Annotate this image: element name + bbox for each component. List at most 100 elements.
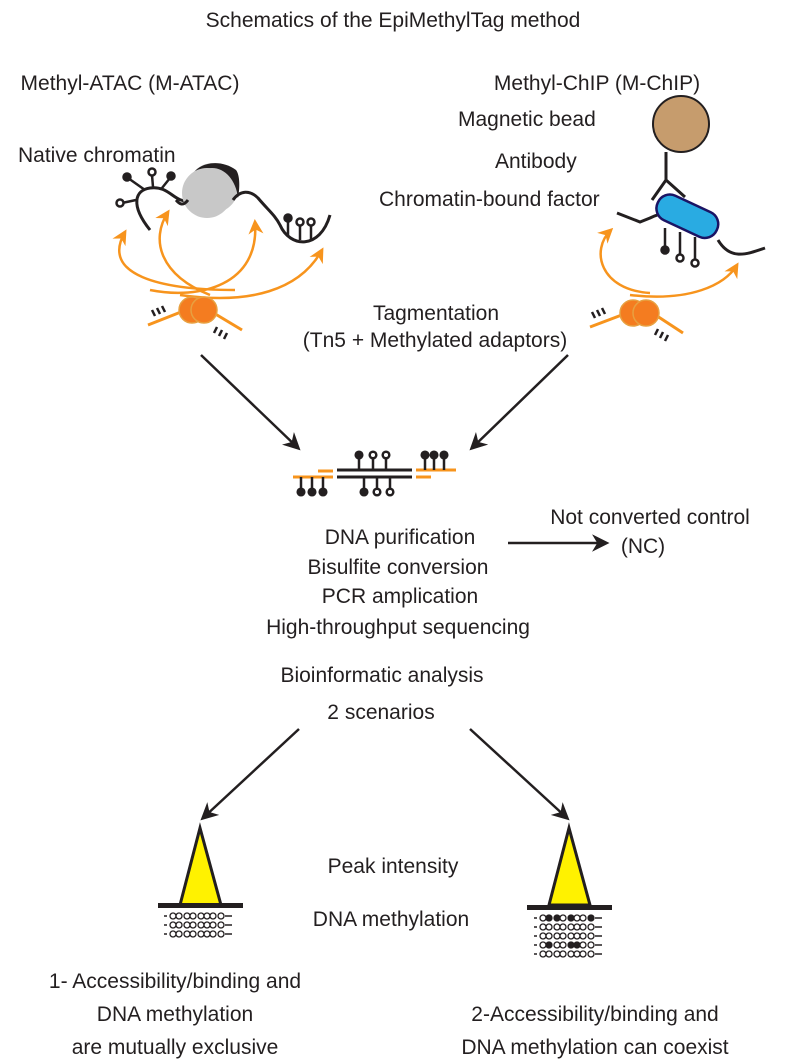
scenario-1-peak [158, 822, 243, 908]
unmethylated-cpg-icon [559, 914, 567, 922]
unmethylated-cpg-icon [579, 941, 587, 949]
unmethylated-cpg-icon [175, 912, 183, 920]
methylated-cpg-icon [567, 941, 575, 949]
antibody-icon [650, 152, 687, 201]
flow-arrow [200, 354, 301, 451]
scenario-1-line-3: are mutually exclusive [71, 1036, 279, 1059]
genome-baseline [527, 905, 612, 910]
m-chip-heading: Methyl-ChIP (M-ChIP) [493, 72, 701, 95]
peak-icon [178, 822, 223, 907]
unmethylated-cpg-icon [545, 932, 553, 940]
methylation-read-row [164, 912, 232, 920]
not-converted-control-label: Not converted control [550, 506, 750, 529]
unmethylated-cpg-icon [539, 914, 547, 922]
step-dna-purification: DNA purification [324, 526, 476, 549]
unmethylated-cpg-icon [147, 167, 157, 177]
unmethylated-cpg-icon [209, 930, 217, 938]
scenario-2-line-2: DNA methylation can coexist [461, 1036, 729, 1059]
unmethylated-cpg-icon [189, 912, 197, 920]
unmethylated-cpg-icon [553, 941, 561, 949]
unmethylated-cpg-icon [559, 941, 567, 949]
flow-arrow [469, 354, 569, 451]
unmethylated-cpg-icon [573, 923, 581, 931]
unmethylated-cpg-icon [567, 950, 575, 958]
step-bisulfite-conversion: Bisulfite conversion [307, 556, 489, 579]
unmethylated-cpg-icon [539, 932, 547, 940]
unmethylated-cpg-icon [579, 932, 587, 940]
scenario-2-methylation-reads [534, 914, 602, 958]
unmethylated-cpg-icon [545, 950, 553, 958]
unmethylated-cpg-icon [203, 930, 211, 938]
unmethylated-cpg-icon [209, 912, 217, 920]
unmethylated-cpg-icon [579, 950, 587, 958]
unmethylated-cpg-icon [209, 921, 217, 929]
methylation-read-row [164, 921, 232, 929]
unmethylated-cpg-icon [183, 930, 191, 938]
unmethylated-cpg-icon [567, 932, 575, 940]
dna-strand [231, 190, 332, 244]
methylation-read-row [534, 914, 602, 922]
magnetic-bead-label: Magnetic bead [458, 108, 596, 131]
unmethylated-cpg-icon [545, 923, 553, 931]
tagmentation-detail-label: (Tn5 + Methylated adaptors) [302, 329, 568, 352]
figure-title: Schematics of the EpiMethylTag method [205, 9, 581, 32]
methylation-read-row [164, 930, 232, 938]
cpg-lollipops-right [283, 213, 316, 240]
methylated-cpg-icon [122, 172, 132, 182]
scenario-2-line-1: 2-Accessibility/binding and [471, 1003, 719, 1026]
magnetic-bead-icon [652, 95, 710, 153]
unmethylated-cpg-icon [203, 912, 211, 920]
unmethylated-cpg-icon [217, 930, 225, 938]
unmethylated-cpg-icon [559, 950, 567, 958]
unmethylated-cpg-icon [587, 941, 595, 949]
cpg-lollipops-left [115, 167, 176, 208]
step-sequencing: High-throughput sequencing [266, 616, 530, 639]
methylation-read-row [534, 950, 602, 958]
methylated-cpg-icon [573, 941, 581, 949]
unmethylated-cpg-icon [203, 921, 211, 929]
unmethylated-cpg-icon [189, 921, 197, 929]
tagmentation-label: Tagmentation [372, 302, 500, 325]
peak-icon [547, 822, 592, 907]
methylated-cpg-icon [587, 914, 595, 922]
unmethylated-cpg-icon [169, 930, 177, 938]
two-scenarios-label: 2 scenarios [327, 701, 435, 724]
tagmented-fragment-icon [293, 450, 456, 497]
dna-methylation-legend: DNA methylation [312, 908, 470, 931]
nc-label: (NC) [620, 535, 666, 558]
unmethylated-cpg-icon [567, 923, 575, 931]
unmethylated-cpg-icon [579, 914, 587, 922]
unmethylated-cpg-icon [217, 921, 225, 929]
methylated-cpg-icon [545, 914, 553, 922]
tn5-transposome-icon [147, 296, 243, 340]
scenario-2-arrow [469, 728, 570, 821]
unmethylated-cpg-icon [553, 932, 561, 940]
antibody-label: Antibody [495, 150, 577, 173]
unmethylated-cpg-icon [197, 930, 205, 938]
tn5-insertion-arrows [112, 209, 324, 300]
methylated-cpg-icon [567, 914, 575, 922]
unmethylated-cpg-icon [559, 932, 567, 940]
unmethylated-cpg-icon [197, 912, 205, 920]
chromatin-bound-factor-icon [655, 193, 720, 240]
genome-baseline [158, 903, 243, 908]
scenario-1-arrow [200, 728, 300, 821]
methylation-read-row [534, 941, 602, 949]
methylation-read-row [534, 932, 602, 940]
unmethylated-cpg-icon [169, 912, 177, 920]
native-chromatin-label: Native chromatin [18, 144, 176, 167]
scenario-1-line-2: DNA methylation [96, 1003, 254, 1026]
scenario-2-peak [527, 822, 612, 910]
unmethylated-cpg-icon [587, 923, 595, 931]
unmethylated-cpg-icon [573, 932, 581, 940]
unmethylated-cpg-icon [579, 923, 587, 931]
methylated-cpg-icon [166, 171, 176, 181]
unmethylated-cpg-icon [183, 921, 191, 929]
tn5-transposome-icon [589, 299, 684, 342]
unmethylated-cpg-icon [169, 921, 177, 929]
unmethylated-cpg-icon [175, 921, 183, 929]
unmethylated-cpg-icon [175, 930, 183, 938]
unmethylated-cpg-icon [573, 950, 581, 958]
peak-intensity-legend: Peak intensity [327, 855, 459, 878]
